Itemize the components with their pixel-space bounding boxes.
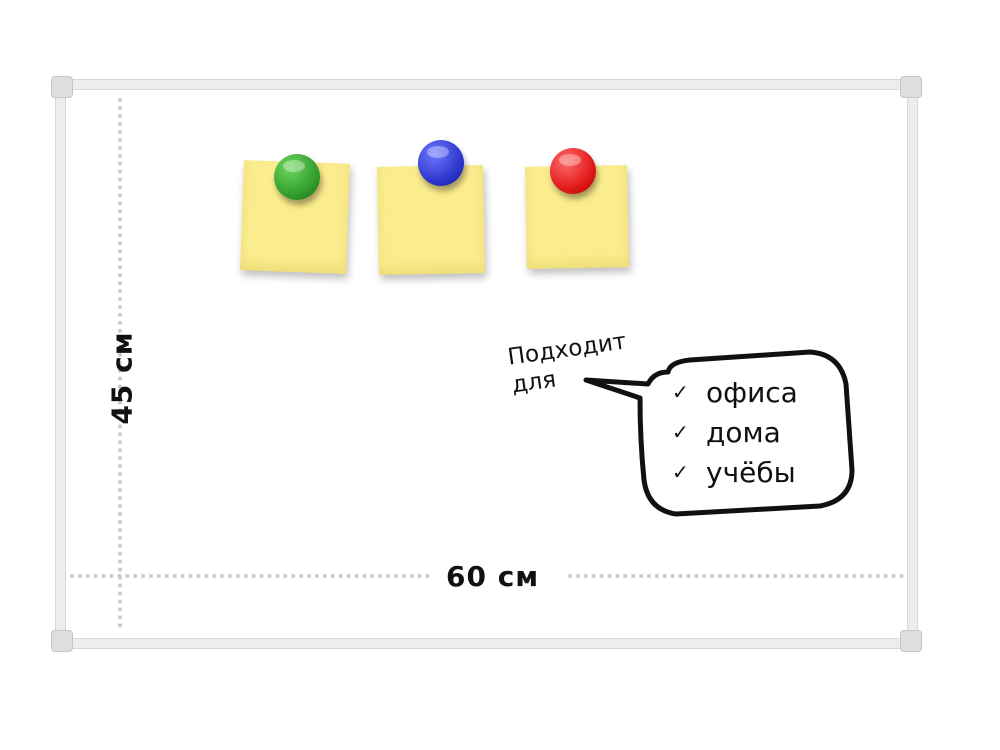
red-magnet-icon (550, 148, 596, 194)
suitable-for-list: ✓ офиса ✓ дома ✓ учёбы (672, 372, 798, 492)
width-dimension-line-right (568, 574, 904, 578)
board-corner-bottom-right (900, 630, 922, 652)
list-item-label: офиса (706, 375, 798, 409)
checkmark-icon: ✓ (672, 380, 689, 404)
height-dimension-line (118, 98, 122, 628)
checkmark-icon: ✓ (672, 460, 689, 484)
list-item-label: учёбы (706, 455, 796, 489)
width-dimension-label: 60 см (446, 560, 540, 593)
height-dimension-label: 45 см (105, 331, 139, 425)
board-corner-top-right (900, 76, 922, 98)
list-item-label: дома (706, 415, 781, 449)
green-magnet-icon (274, 154, 320, 200)
blue-magnet-icon (418, 140, 464, 186)
board-corner-bottom-left (51, 630, 73, 652)
list-item: ✓ дома (672, 412, 798, 452)
list-item: ✓ учёбы (672, 452, 798, 492)
checkmark-icon: ✓ (672, 420, 689, 444)
board-corner-top-left (51, 76, 73, 98)
list-item: ✓ офиса (672, 372, 798, 412)
width-dimension-line-left (70, 574, 430, 578)
